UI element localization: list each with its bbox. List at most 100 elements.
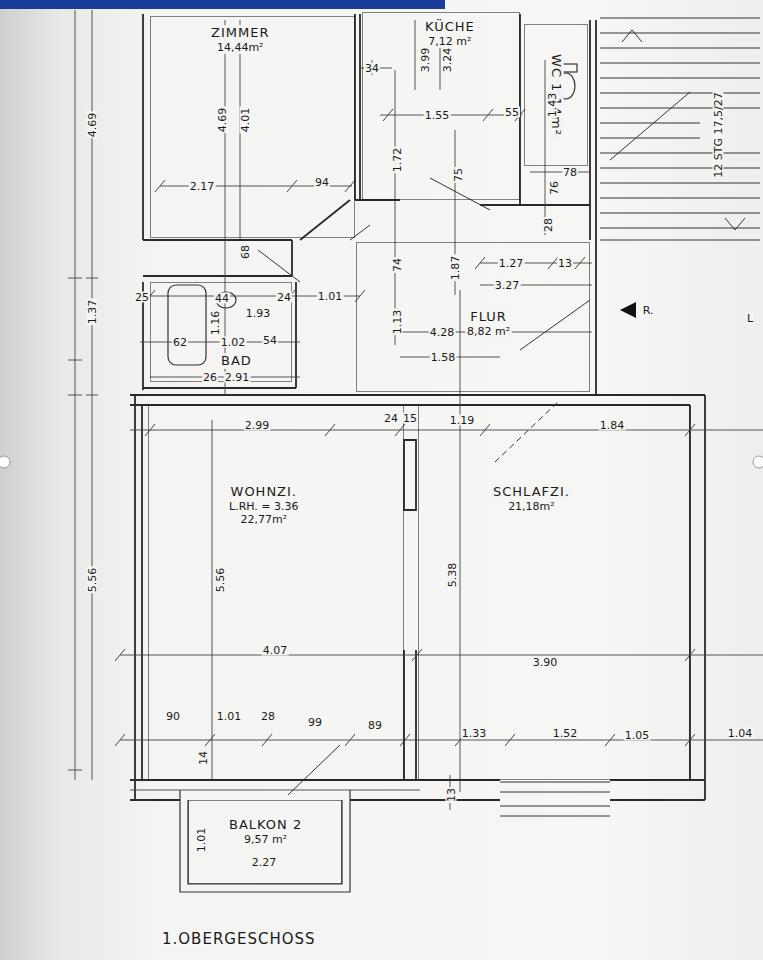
window-lines — [180, 782, 610, 892]
page-handle — [753, 456, 763, 468]
room-outline: WC 1,14m² — [524, 24, 588, 166]
dimension-label: 44 — [214, 293, 230, 304]
room-name: ZIMMER — [209, 25, 271, 41]
dimension-label: 3.90 — [532, 657, 559, 668]
dimension-label: 15 — [402, 413, 418, 424]
room-label-stack: ZIMMER14,44m² — [209, 25, 271, 54]
dimension-label: 3.99 — [420, 47, 431, 74]
dimension-label: 2.99 — [244, 420, 271, 431]
dimension-label: 2.17 — [189, 181, 216, 192]
dimension-label: 1.52 — [552, 728, 579, 739]
dimension-label: 24 — [276, 292, 292, 303]
dimension-label: 1.93 — [245, 308, 272, 319]
dimension-label: 5.56 — [87, 567, 98, 594]
dimension-label: 4.28 — [429, 327, 456, 338]
room-name: KÜCHE — [423, 19, 477, 35]
dimension-label: 1.27 — [498, 258, 525, 269]
dimension-label: 4.69 — [87, 112, 98, 139]
stair-symbol — [600, 18, 760, 240]
room-outline: SCHLAFZI.21,18m² — [418, 405, 690, 780]
dimension-label: 14 — [198, 750, 209, 766]
room-outline: ZIMMER14,44m² — [150, 16, 355, 238]
dimension-label: 1.58 — [430, 352, 457, 363]
sink-symbol — [216, 292, 236, 308]
room-name: BALKON 2 — [227, 817, 304, 833]
dimension-label: 89 — [367, 720, 383, 731]
dimension-label: 4.01 — [240, 107, 251, 134]
dimension-label: 4.07 — [262, 645, 289, 656]
dimension-label: 1.01 — [216, 711, 243, 722]
room-area: 21,18m² — [506, 500, 557, 513]
entrance-marker — [620, 302, 636, 318]
room-area: 14,44m² — [215, 41, 266, 54]
dimension-label: 13 — [446, 787, 457, 803]
dimension-label: 1.87 — [450, 255, 461, 282]
room-outline: KÜCHE7,12 m² — [362, 12, 520, 200]
room-name: WOHNZI. — [229, 484, 299, 500]
room-name: WC 1,14m² — [548, 52, 564, 138]
dimension-label: R. — [642, 305, 655, 316]
dimension-label: 2.91 — [224, 372, 251, 383]
dimension-label: L — [746, 313, 754, 324]
room-area: 9,57 m² — [242, 833, 289, 846]
dimension-label: 28 — [543, 217, 554, 233]
dimension-label: 1.13 — [392, 309, 403, 336]
dimension-label: 75 — [453, 167, 464, 183]
room-outline: WOHNZI.L.RH. = 3.3622,77m² — [148, 405, 404, 780]
room-label-stack: WC 1,14m² — [548, 52, 564, 138]
room-label-stack: BALKON 29,57 m² — [227, 817, 304, 846]
room-area: 8,82 m² — [465, 325, 512, 338]
dimension-label: 4.69 — [217, 107, 228, 134]
floor-caption: 1.OBERGESCHOSS — [160, 930, 318, 948]
dimension-label: 1.84 — [599, 420, 626, 431]
stair-note: 12 STG 17,5/27 — [713, 91, 724, 178]
dimension-label: 1.33 — [461, 728, 488, 739]
room-label-stack: BAD — [219, 353, 254, 369]
page-handle — [0, 456, 10, 468]
dimension-label: 54 — [262, 335, 278, 346]
paper-edge-band — [0, 0, 445, 9]
room-label-stack: FLUR8,82 m² — [465, 309, 512, 338]
door-swings — [258, 178, 590, 795]
dimension-label: 24 — [383, 413, 399, 424]
dimension-label: 74 — [392, 257, 403, 273]
dimension-label: 76 — [549, 180, 560, 196]
dimension-label: 1.72 — [392, 147, 403, 174]
room-outline: BAD — [150, 282, 292, 382]
dimension-label: 25 — [134, 292, 150, 303]
wall-lines — [130, 14, 705, 800]
dimension-label: 13 — [557, 258, 573, 269]
dimension-label: 1.19 — [449, 415, 476, 426]
dimension-label: 34 — [364, 63, 380, 74]
dimension-label: 1.02 — [220, 337, 247, 348]
dimension-ticks — [115, 109, 695, 746]
dimension-label: 68 — [240, 244, 251, 260]
room-name: SCHLAFZI. — [491, 484, 572, 500]
dimension-label: 1.01 — [317, 291, 344, 302]
dimension-label: 1.04 — [727, 728, 754, 739]
room-name: FLUR — [468, 309, 509, 325]
door-swing-dashed — [495, 400, 560, 462]
dimension-label: 5.56 — [215, 567, 226, 594]
room-area: 7,12 m² — [426, 35, 473, 48]
bathtub-symbol — [168, 285, 206, 365]
dimension-label: 3.27 — [494, 280, 521, 291]
dimension-label: 2.27 — [251, 857, 278, 868]
room-outline: FLUR8,82 m² — [356, 242, 590, 392]
dimension-label: 55 — [504, 107, 520, 118]
dimension-label: 3.24 — [442, 47, 453, 74]
room-outline: BALKON 29,57 m² — [188, 800, 342, 884]
dimension-label: 1.16 — [210, 310, 221, 337]
room-area: L.RH. = 3.36 — [227, 500, 301, 513]
dimension-label: 28 — [260, 711, 276, 722]
dimension-label: 90 — [165, 711, 181, 722]
dimension-label: 62 — [172, 337, 188, 348]
dimension-label: 1.01 — [196, 827, 207, 854]
dimension-label: 1.37 — [87, 299, 98, 326]
dimension-label: 99 — [307, 717, 323, 728]
dimension-label: 94 — [314, 177, 330, 188]
dimension-label: 5.38 — [447, 562, 458, 589]
